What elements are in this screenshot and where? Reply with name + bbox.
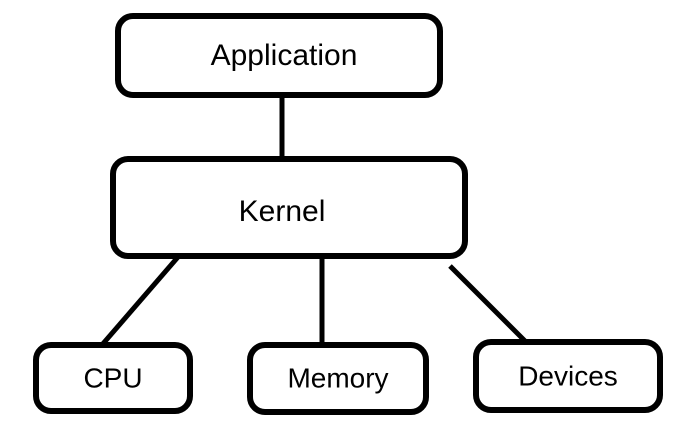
kernel-label: Kernel xyxy=(239,195,326,228)
application-label: Application xyxy=(211,39,358,72)
node-devices[interactable]: Devices xyxy=(473,339,663,413)
memory-label: Memory xyxy=(287,362,388,393)
node-application[interactable]: Application xyxy=(115,13,443,98)
cpu-label: CPU xyxy=(83,362,142,393)
kernel-box xyxy=(110,156,468,259)
devices-label: Devices xyxy=(518,360,618,391)
memory-box xyxy=(247,342,429,415)
edge-group xyxy=(99,95,528,348)
node-memory[interactable]: Memory xyxy=(247,342,429,415)
application-box xyxy=(115,13,443,98)
devices-box xyxy=(473,339,663,413)
node-kernel[interactable]: Kernel xyxy=(110,156,468,259)
cpu-box xyxy=(33,342,193,414)
edge-kernel-devices xyxy=(448,264,528,344)
node-cpu[interactable]: CPU xyxy=(33,342,193,414)
edge-kernel-cpu xyxy=(99,255,180,348)
